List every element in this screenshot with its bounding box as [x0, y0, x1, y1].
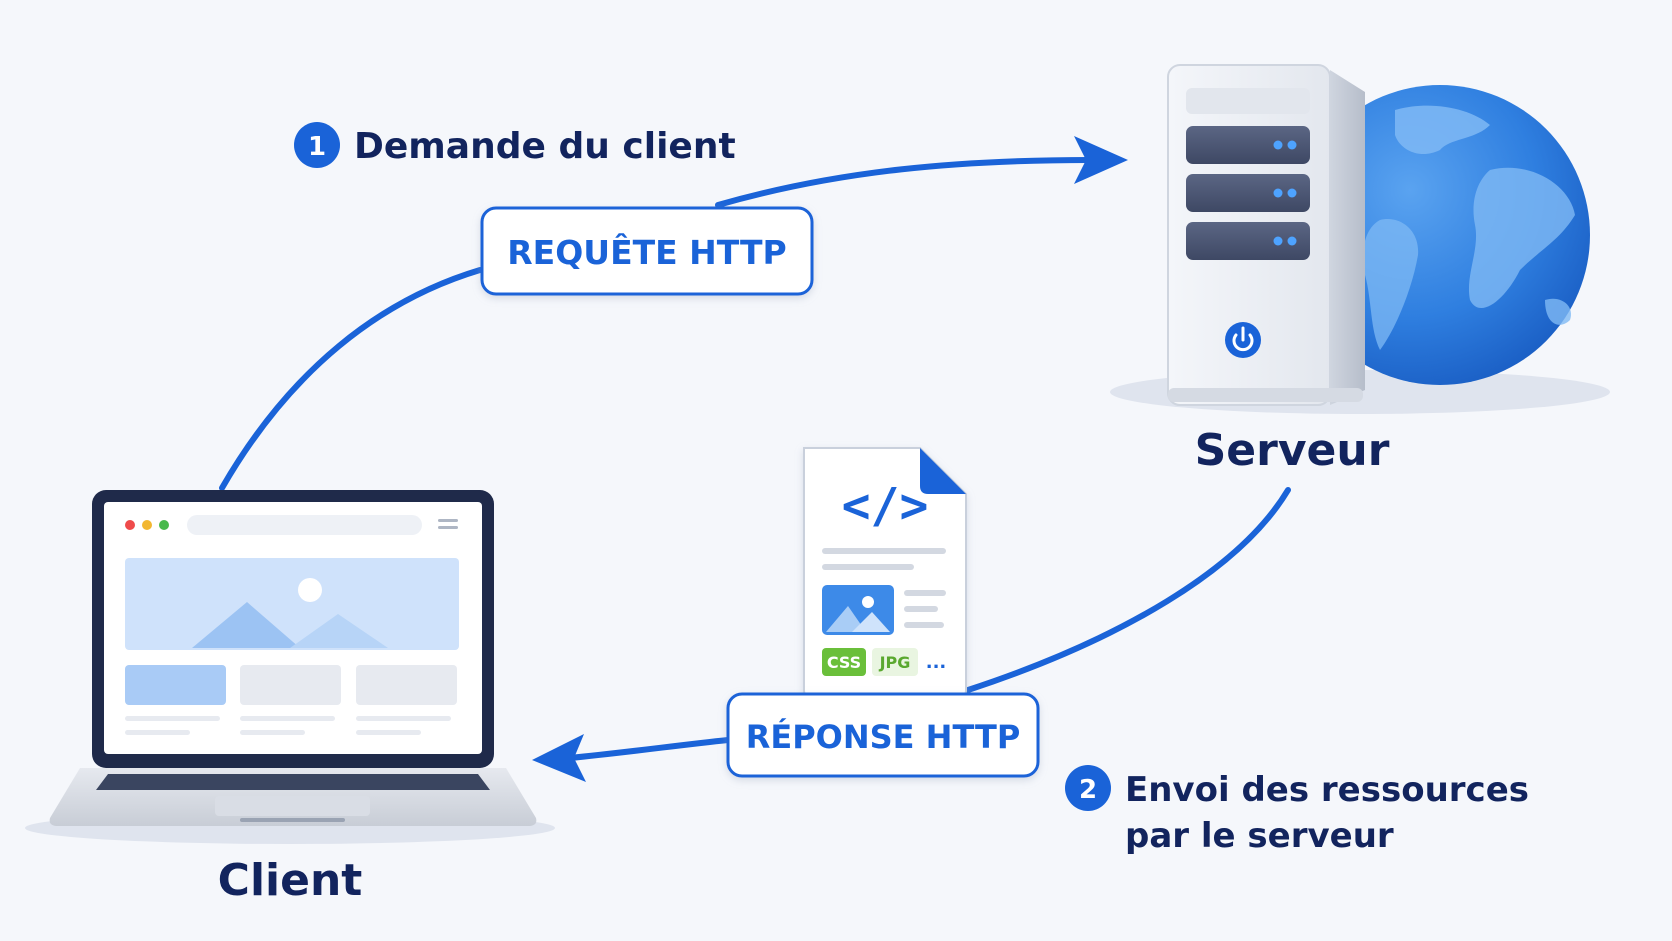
response-pill: RÉPONSE HTTP [726, 692, 1040, 778]
step-2-label: 2 Envoi des ressources par le serveur [1065, 765, 1529, 856]
document-code-glyph: </> [842, 478, 929, 534]
laptop-icon [25, 490, 555, 844]
request-pill: REQUÊTE HTTP [480, 206, 814, 296]
request-pill-label: REQUÊTE HTTP [507, 232, 786, 272]
server-group [1110, 64, 1610, 414]
step-1-badge [294, 122, 340, 168]
step-1-text: Demande du client [354, 126, 736, 167]
step-2-text-line1: Envoi des ressources [1125, 770, 1529, 810]
step-1-number: 1 [308, 132, 326, 162]
file-code-icon: </> CSS JPG ... [803, 447, 967, 699]
jpg-tag [872, 648, 918, 676]
server-drive [1186, 126, 1310, 164]
server-drive [1186, 222, 1310, 260]
more-indicator: ... [926, 652, 947, 673]
step-2-text-line2: par le serveur [1125, 816, 1394, 856]
server-label: Serveur [1195, 425, 1390, 476]
css-tag [822, 648, 866, 676]
response-pill-label: RÉPONSE HTTP [746, 718, 1021, 756]
step-2-number: 2 [1079, 775, 1097, 805]
css-tag-label: CSS [827, 653, 861, 672]
step-1-label: 1 Demande du client [294, 122, 736, 168]
request-arrow [219, 136, 1128, 491]
server-drive [1186, 174, 1310, 212]
jpg-tag-label: JPG [879, 653, 911, 672]
client-label: Client [218, 855, 363, 906]
step-2-badge [1065, 765, 1111, 811]
response-arrow [532, 487, 1291, 782]
power-icon [1225, 322, 1261, 358]
image-icon [822, 585, 894, 635]
